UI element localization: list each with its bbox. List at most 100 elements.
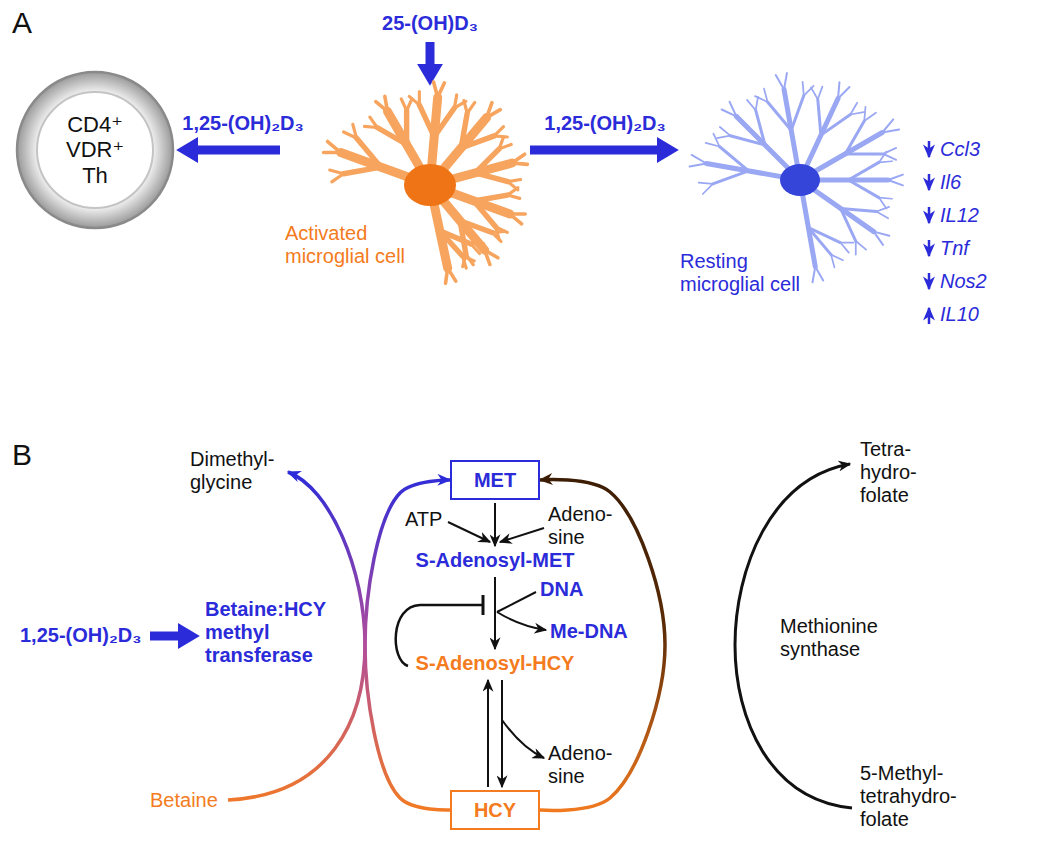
pathway-label: Methionine synthase: [780, 615, 895, 661]
cell-process: [377, 128, 406, 145]
cell-process: [328, 142, 341, 153]
cell-process: [474, 201, 496, 227]
cell-process: [876, 207, 889, 212]
cell-process: [848, 180, 878, 198]
pathway-arrow: [487, 680, 489, 787]
cell-process: [485, 250, 490, 264]
microglial-cell: Activated microglial cell: [280, 90, 530, 290]
cell-process: [330, 170, 344, 174]
cell-process: [438, 83, 445, 97]
cell-name: Resting microglial cell: [680, 250, 815, 296]
cell-process: [888, 175, 903, 180]
cell-process: [856, 241, 866, 250]
cell-process: [764, 89, 768, 102]
cell-process: [467, 102, 475, 113]
pathway-label: Adeno- sine: [548, 742, 620, 788]
cofactor-arrow: [448, 522, 490, 542]
cell-process: [848, 162, 878, 180]
pathway-arrow: [494, 503, 496, 546]
cell-process: [507, 195, 519, 198]
cell-process: [730, 136, 765, 145]
edge-label: 1,25-(OH)₂D₃: [542, 112, 667, 135]
cell-process: [874, 232, 883, 245]
cell-process: [510, 214, 522, 224]
cell-process: [818, 87, 823, 100]
conversion-arrow: [540, 480, 665, 811]
cell-process: [876, 212, 888, 219]
pathway-label: Me-DNA: [550, 620, 628, 643]
pathway-label: Betaine:HCY methyl transferase: [205, 598, 340, 667]
pathway-arrow: [494, 577, 496, 649]
cell-process: [717, 136, 730, 138]
cell-process: [864, 107, 865, 121]
cell-process: [692, 155, 707, 164]
down-arrow: [928, 207, 931, 223]
cell-name: Activated microglial cell: [285, 222, 420, 268]
cell-process: [747, 100, 756, 110]
cell-process: [492, 232, 501, 241]
cell-process: [841, 208, 856, 241]
uptake-arrow: [426, 42, 435, 66]
cell-process: [882, 130, 899, 133]
cell-process: [440, 231, 471, 244]
cell-process: [845, 121, 864, 154]
cell-process: [808, 228, 840, 243]
cell-nucleus: [37, 92, 153, 208]
cell-process: [756, 110, 765, 145]
gene-name: Nos2: [940, 270, 987, 293]
cell-process: [703, 184, 713, 194]
cell-process: [879, 152, 887, 163]
cell-process: [699, 183, 713, 184]
cell-process: [720, 127, 730, 136]
cell-process: [475, 149, 499, 173]
pathway-label: Tetra- hydro- folate: [860, 438, 932, 507]
cell-process: [803, 82, 804, 96]
cell-process: [460, 221, 492, 233]
down-arrow: [928, 141, 931, 157]
cell-process: [434, 108, 454, 137]
cell-process: [776, 75, 784, 89]
cell-process: [888, 180, 903, 185]
gene-name: IL12: [940, 204, 979, 227]
cell-name: CD4⁺ VDR⁺ Th: [66, 112, 124, 188]
cell-process: [813, 267, 816, 283]
cell-process: [690, 164, 707, 167]
cell-process: [768, 102, 792, 130]
gene-name: Tnf: [940, 237, 969, 260]
pathway-label: ATP: [405, 508, 442, 531]
cell-process: [879, 198, 892, 199]
cell-process: [343, 167, 380, 174]
cell-process: [462, 256, 466, 268]
cell-process: [831, 255, 834, 268]
cell-process: [499, 144, 511, 148]
product-arrow: [497, 612, 546, 630]
pathway-label: DNA: [540, 578, 583, 601]
metabolite-box: HCY: [450, 790, 540, 830]
cell-process: [791, 96, 804, 131]
cell-process: [475, 173, 508, 182]
cell-process: [815, 267, 823, 281]
cell-process: [446, 268, 448, 283]
microglial-cell: Resting microglial cell: [680, 80, 920, 300]
panel-letter: B: [12, 438, 32, 473]
pathway-label: 1,25-(OH)₂D₃: [20, 624, 141, 647]
up-arrow: [928, 308, 931, 324]
gene-name: IL10: [940, 303, 979, 326]
cell-process: [818, 99, 821, 135]
down-arrow: [928, 174, 931, 190]
cell-process: [461, 113, 467, 148]
pathway-arrow: [501, 680, 503, 787]
metabolite-box: MET: [450, 460, 540, 500]
conversion-arrow: [365, 480, 450, 810]
cell-process: [407, 99, 412, 111]
down-arrow: [928, 240, 931, 256]
edge-label: 1,25-(OH)₂D₃: [180, 112, 305, 135]
cell-process: [855, 241, 857, 255]
cell-process: [713, 134, 719, 147]
cell-process: [370, 117, 377, 127]
cell-process: [821, 114, 850, 135]
cell-process: [494, 136, 507, 137]
metabolite-name: HCY: [474, 799, 516, 822]
cell-process: [353, 124, 357, 138]
gene-name: Il6: [940, 171, 961, 194]
